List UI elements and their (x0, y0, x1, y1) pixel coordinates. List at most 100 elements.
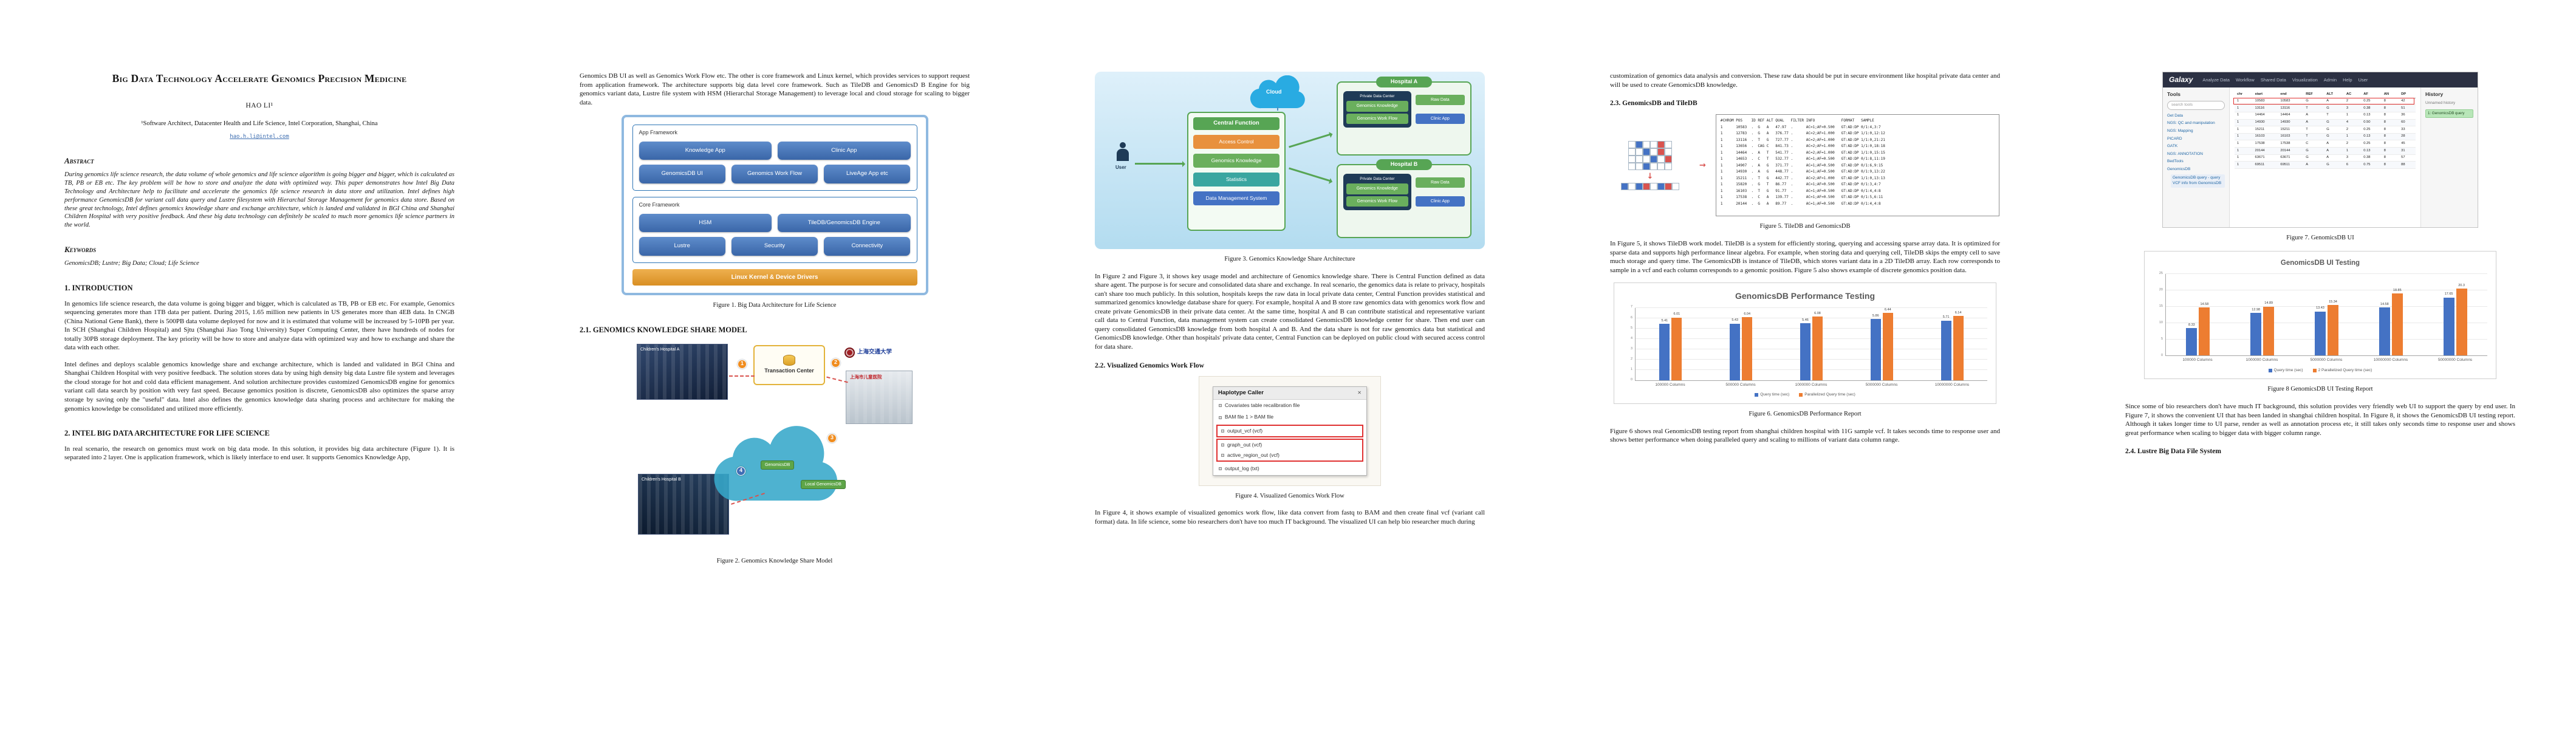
table-cell: 8 (2381, 112, 2399, 120)
figure-5-diagram: ↓ → #CHROM POS ID REF ALT QUAL FILTER IN… (1611, 114, 1999, 217)
app-framework-button: Clinic App (778, 141, 911, 160)
email-link[interactable]: hao.h.li@intel.com (230, 134, 289, 140)
table-cell: 1 (2235, 98, 2253, 106)
y-axis-label: 10 (2159, 320, 2163, 324)
table-cell: A (2303, 119, 2324, 127)
table-cell: A (2324, 98, 2344, 106)
author-affiliation: ¹Software Architect, Datacenter Health a… (141, 120, 378, 127)
grid-cell (1628, 182, 1636, 190)
table-cell: 10583 (2252, 98, 2278, 106)
grid-cell (1636, 182, 1643, 190)
table-cell: 1 (2235, 133, 2253, 141)
workflow-output-row: output_vcf (vcf) (1218, 426, 1362, 436)
table-cell: 1 (2235, 154, 2253, 162)
galaxy-nav-item: Visualization (2292, 77, 2318, 83)
legend-item: 2 Parallelized Query time (sec) (2312, 368, 2372, 374)
table-cell: 0.25 (2361, 140, 2382, 148)
local-genomicsdb-pill: Local GenomicsDB (801, 479, 846, 489)
sch-hospital-photo: 上海市儿童医院 (846, 370, 913, 424)
grid-cell (1643, 162, 1650, 170)
table-header-cell: start (2252, 92, 2278, 98)
table-header-cell: end (2278, 92, 2304, 98)
tool-category-link: NGS: QC and manipulation (2167, 121, 2215, 126)
workflow-row-label: BAM file 1 > BAM file (1225, 414, 1274, 420)
table-cell: 8 (2381, 98, 2399, 106)
bar-value-label: 5.71 (1942, 315, 1950, 320)
cloud-label: Cloud (1266, 89, 1282, 95)
table-cell: 16103 (2278, 133, 2304, 141)
gridline (2165, 306, 2487, 307)
y-axis-label: 15 (2159, 304, 2163, 308)
bar-value-label: 6.01 (1673, 312, 1680, 317)
port-icon (1221, 454, 1224, 457)
bar-value-label: 5.41 (1661, 318, 1668, 323)
table-cell: 1 (2235, 147, 2253, 155)
app-framework-button: GenomicsDB UI (639, 165, 725, 183)
bar (2456, 289, 2467, 356)
gridline (1635, 327, 1987, 329)
x-axis-label: 10000000 Columns (1934, 382, 1970, 387)
table-cell: 1 (2343, 112, 2362, 120)
window-titlebar: Haplotype Caller ✕ (1213, 386, 1366, 400)
table-cell: 3 (2343, 104, 2362, 112)
bar (1941, 320, 1951, 380)
table-cell: 33 (2399, 126, 2416, 134)
table-cell: 1 (2235, 112, 2253, 120)
grid-cell (1650, 155, 1657, 163)
table-cell: 0.25 (2361, 98, 2382, 106)
genomics-knowledge-box: Genomics Knowledge (1193, 153, 1279, 168)
chart-title: GenomicsDB Performance Testing (1735, 291, 1875, 301)
workflow-row-label: Covariates table recalibration file (1225, 402, 1300, 409)
table-cell: 14464 (2252, 112, 2278, 120)
page-1: Big Data Technology Accelerate Genomics … (0, 0, 515, 729)
table-cell: G (2324, 104, 2344, 112)
grid-cell (1636, 148, 1643, 156)
legend-item: Query time (sec) (1755, 392, 1789, 398)
table-header-cell: chr (2235, 92, 2253, 98)
workflow-output-row: active_region_out (vcf) (1218, 450, 1362, 460)
page-4: customization of genomics data analysis … (1546, 0, 2061, 729)
gridline (2165, 273, 2487, 275)
section-2-4-heading: 2.4. Lustre Big Data File System (2125, 448, 2221, 456)
port-icon (1219, 404, 1222, 408)
tool-category-link: Get Data (2167, 113, 2184, 118)
table-cell: 0.13 (2361, 147, 2382, 155)
y-axis-label: 4 (1630, 336, 1632, 340)
grid-cell (1657, 155, 1665, 163)
graph-out-label: graph_out (vcf) (1227, 441, 1262, 448)
figure-2-caption: Figure 2. Genomics Knowledge Share Model (716, 557, 833, 564)
bar-value-label: 17.65 (2444, 292, 2453, 296)
bar-value-label: 14.58 (2380, 303, 2389, 307)
vcf-dump: #CHROM POS ID REF ALT QUAL FILTER INFO F… (1715, 114, 1999, 217)
tool-category-link: GenomicsDB (2167, 166, 2191, 171)
core-framework-button: Security (731, 237, 818, 256)
table-cell: 1 (2343, 147, 2362, 155)
hospital-a-box: Hospital A Private Data Center Genomics … (1337, 77, 1471, 156)
table-cell: 2 (2343, 126, 2362, 134)
history-panel: History Unnamed history 1: GenomicsDB qu… (2420, 87, 2478, 227)
section-1-heading: 1. INTRODUCTION (64, 284, 133, 293)
bar-value-label: 5.86 (1872, 313, 1879, 318)
hospital-b-photo: Children's Hospital B (638, 473, 729, 535)
galaxy-logo: Galaxy (2169, 75, 2193, 84)
bar-value-label: 18.85 (2393, 289, 2402, 292)
table-cell: T (2324, 112, 2344, 120)
grid-cell (1657, 140, 1665, 148)
y-axis-label: 2 (1630, 357, 1632, 361)
tool-category-link: GATK (2167, 144, 2178, 149)
sparse-array-grid (1628, 140, 1672, 170)
table-cell: 69511 (2252, 161, 2278, 169)
port-icon (1221, 429, 1224, 433)
grid-cell (1628, 140, 1636, 148)
table-cell: T (2303, 104, 2324, 112)
abstract-text: During genomics life science research, t… (64, 171, 454, 229)
grid-cell (1665, 148, 1672, 156)
output-vcf-label: output_vcf (vcf) (1227, 427, 1263, 434)
